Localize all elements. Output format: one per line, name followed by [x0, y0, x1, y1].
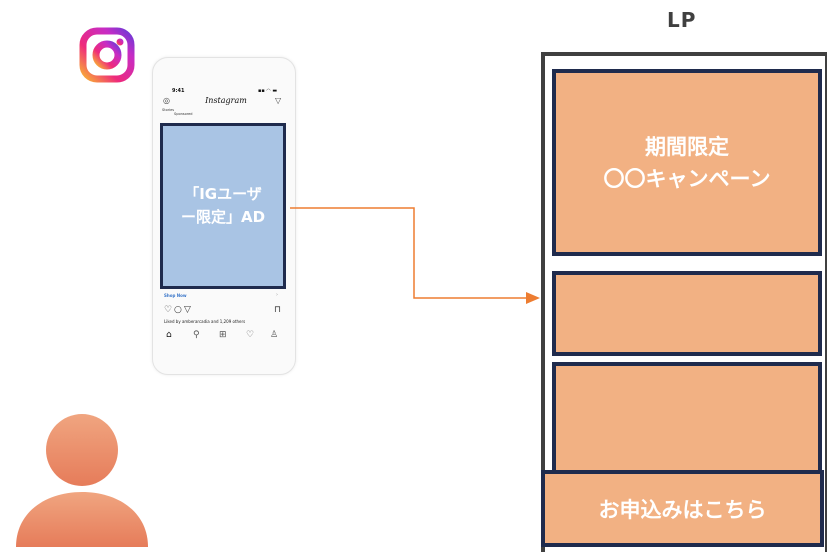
heart-icon[interactable]: ♡ [164, 305, 173, 315]
shop-now-link[interactable]: Shop Now [164, 293, 187, 298]
send-icon[interactable]: ▽ [184, 305, 191, 315]
lp-hero-text: 期間限定 〇〇キャンペーン [603, 134, 771, 191]
instagram-icon [79, 27, 135, 83]
liked-by-text: Liked by amberarcadia and 1,209 others [164, 319, 246, 324]
apply-button[interactable]: お申込みはこちら [541, 470, 824, 547]
lp-lower-section [552, 362, 822, 474]
add-icon[interactable]: ⊞ [219, 330, 227, 340]
activity-heart-icon[interactable]: ♡ [246, 330, 255, 340]
instagram-ad[interactable]: 「IGユーザー限定」AD [160, 123, 286, 289]
search-icon[interactable]: ⚲ [193, 330, 200, 340]
status-time: 9:41 [172, 88, 185, 94]
camera-icon: ◎ [163, 96, 170, 105]
direct-message-icon: ▽ [275, 96, 282, 105]
lp-middle-section [552, 271, 822, 356]
bookmark-icon[interactable]: ⊓ [274, 305, 282, 315]
ad-label: 「IGユーザー限定」AD [180, 185, 266, 226]
sponsored-label: Sponsored [174, 112, 193, 116]
status-icons: ▪▪ ◠ ▬ [258, 88, 278, 94]
user-icon [16, 414, 148, 547]
chevron-right-icon: › [276, 292, 278, 298]
lp-title: LP [667, 8, 697, 32]
stories-label: Stories [162, 108, 175, 112]
lp-hero-section: 期間限定 〇〇キャンペーン [552, 69, 822, 256]
lp-frame [541, 52, 827, 552]
instagram-wordmark: Instagram [205, 96, 247, 105]
comment-icon[interactable]: ○ [174, 305, 182, 315]
apply-button-label: お申込みはこちら [598, 497, 767, 522]
profile-icon[interactable]: ♙ [270, 330, 279, 340]
home-icon[interactable]: ⌂ [166, 330, 172, 340]
